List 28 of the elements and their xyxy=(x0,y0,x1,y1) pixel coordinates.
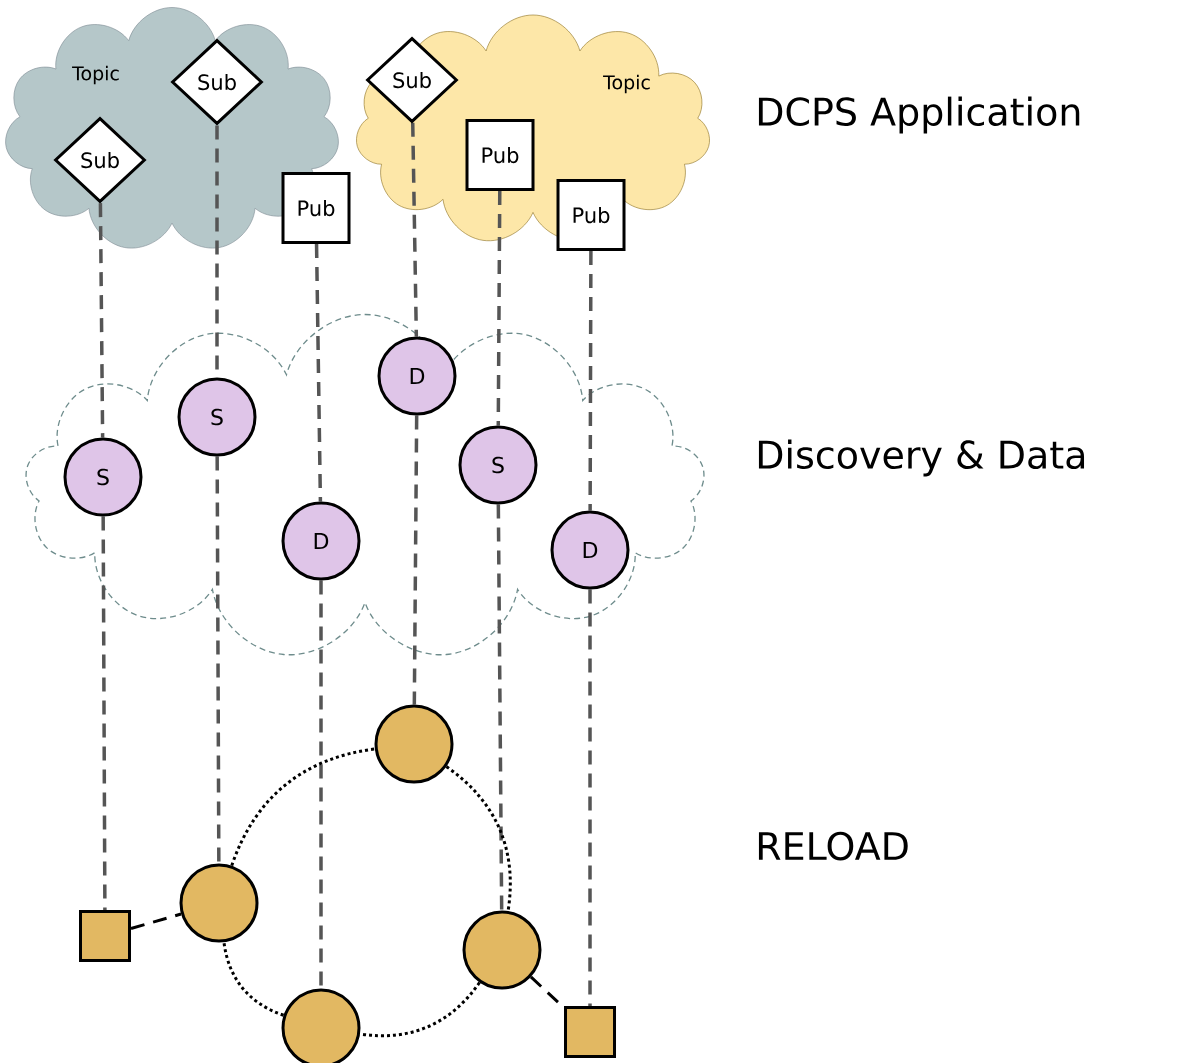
discovery-cloud xyxy=(25,313,705,656)
overlay-peer-circle xyxy=(281,988,361,1063)
client-square xyxy=(564,1006,616,1058)
connector-line xyxy=(411,122,419,337)
connector-line xyxy=(412,415,419,705)
publisher-box: Pub xyxy=(556,179,626,251)
connector-line xyxy=(588,589,592,1006)
client-square xyxy=(79,910,131,962)
publisher-box: Pub xyxy=(281,172,351,244)
layer-label: DCPS Application xyxy=(758,96,1080,134)
overlay-peer-circle xyxy=(179,863,259,943)
layer-label: Discovery & Data xyxy=(758,439,1085,477)
connector-line xyxy=(496,504,504,911)
connector-line xyxy=(130,912,182,930)
connector-line xyxy=(314,244,323,502)
ring-link xyxy=(445,765,512,912)
connector-line xyxy=(215,456,221,864)
connector-line xyxy=(496,191,502,426)
overlay-peer-circle xyxy=(462,910,542,990)
connector-line xyxy=(319,580,323,989)
connector-line xyxy=(98,203,105,438)
ring-link xyxy=(230,747,376,867)
ring-link xyxy=(222,941,285,1017)
layer-label: RELOAD xyxy=(758,831,908,861)
overlay-peer-circle xyxy=(374,704,454,784)
connector-line xyxy=(588,251,593,511)
connector-line xyxy=(101,516,107,910)
publisher-box: Pub xyxy=(465,119,535,191)
